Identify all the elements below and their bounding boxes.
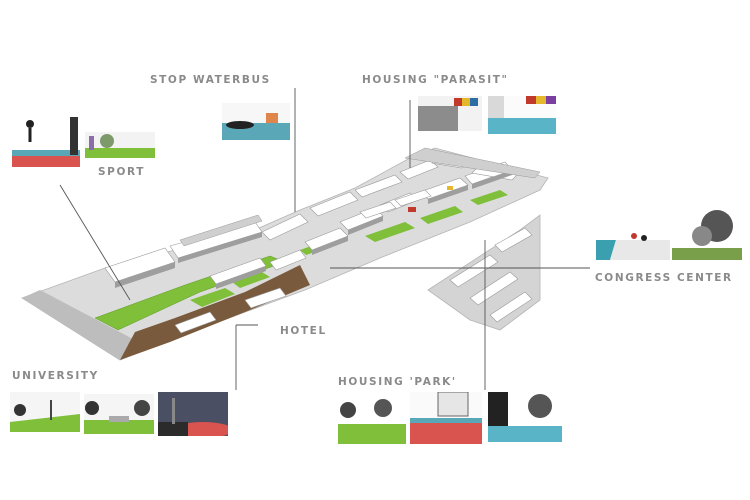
building-shadows <box>115 170 512 289</box>
label-housing-park: HOUSING 'PARK' <box>338 376 457 388</box>
ground-slab-edge <box>22 290 150 360</box>
green-patch-1 <box>190 288 235 307</box>
parasit-thumbnail-1 <box>418 96 482 131</box>
waterbus-thumbnail <box>222 103 290 140</box>
parasit-thumbnail-2 <box>488 96 556 134</box>
label-university: UNIVERSITY <box>12 370 99 382</box>
green-patch-5 <box>420 206 463 224</box>
label-hotel: HOTEL <box>280 325 327 337</box>
university-thumbnail-3 <box>158 392 228 436</box>
label-housing-parasit: HOUSING "PARASIT" <box>362 74 509 86</box>
pier-fragment <box>179 214 263 247</box>
park-thumbnail-3 <box>488 392 562 442</box>
north-edge <box>404 147 541 179</box>
congress-buildings <box>449 227 533 323</box>
green-patch-4 <box>365 222 415 242</box>
university-thumbnail-2 <box>84 394 154 434</box>
sport-thumbnail-1 <box>12 112 80 167</box>
label-congress-center: CONGRESS CENTER <box>595 272 733 284</box>
park-thumbnail-2 <box>410 392 482 444</box>
green-patch-2 <box>232 272 270 288</box>
congress-thumbnail-2 <box>672 208 742 260</box>
park-thumbnail-1 <box>338 394 406 444</box>
label-sport: SPORT <box>98 166 145 178</box>
university-thumbnail-1 <box>10 392 80 432</box>
sport-thumbnail-2 <box>85 132 155 158</box>
accent-yellow <box>447 186 453 190</box>
label-stop-waterbus: STOP WATERBUS <box>150 74 271 86</box>
leader-lines <box>59 88 590 390</box>
accent-red <box>408 207 416 212</box>
timber-deck <box>120 265 310 360</box>
congress-thumbnail-1 <box>596 210 670 260</box>
green-patch-6 <box>470 190 508 205</box>
